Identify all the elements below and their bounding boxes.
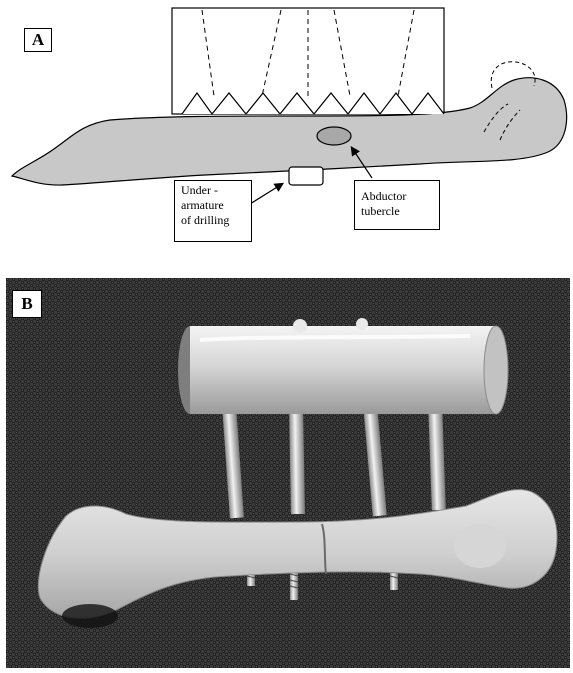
panel-b-label-text: B	[21, 294, 32, 314]
callout-drilling: Under - armature of drilling	[174, 180, 252, 242]
specimen-photo	[0, 278, 573, 668]
femoral-head-specimen	[454, 524, 506, 568]
callout-tubercle-line-1: Abductor	[361, 189, 433, 204]
panel-a-diagram: A Under - armature of drilling Abductor …	[0, 0, 573, 275]
callout-tubercle: Abductor tubercle	[354, 180, 440, 230]
specimen-shadow	[62, 604, 118, 628]
callout-drilling-line-3: of drilling	[181, 213, 245, 228]
drilling-arrow	[250, 184, 282, 204]
panel-a-label-text: A	[32, 30, 44, 50]
panel-b-photograph: B	[0, 278, 573, 668]
drilling-site-marker	[289, 167, 323, 185]
panel-a-label: A	[24, 28, 52, 52]
fixator-bar	[178, 318, 508, 414]
callout-drilling-line-1: Under -	[181, 183, 245, 198]
panel-b-label: B	[12, 290, 42, 318]
fixator-schematic	[0, 0, 573, 275]
callout-tubercle-line-2: tubercle	[361, 204, 433, 219]
callout-drilling-line-2: armature	[181, 198, 245, 213]
abductor-tubercle	[317, 127, 351, 145]
